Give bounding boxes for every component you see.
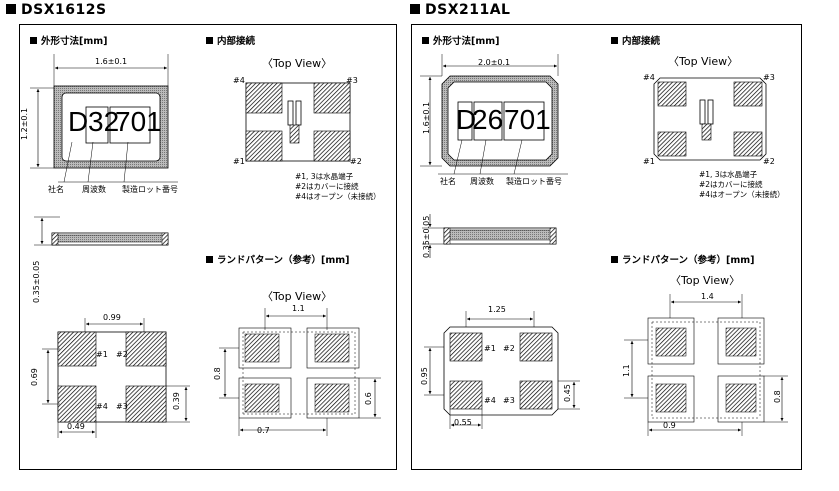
bullet-square-icon bbox=[611, 37, 618, 44]
outline-drawing-left bbox=[30, 54, 178, 183]
pin1-label-internal-left: #1 bbox=[233, 157, 245, 166]
top-view-label-land-left: 〈Top View〉 bbox=[262, 290, 333, 303]
marking-lot-right: 701 bbox=[504, 104, 551, 135]
height-dim-label-left: 1.2±0.1 bbox=[20, 107, 29, 140]
pin2-label-right-bottom: #2 bbox=[503, 344, 515, 353]
note-2-left: #2はカバーに接続 bbox=[295, 182, 359, 191]
thickness-dim-label-right: 0.35±0.05 bbox=[422, 215, 431, 258]
top-view-label-internal-left: 〈Top View〉 bbox=[262, 57, 333, 70]
top-view-label-internal-right: 〈Top View〉 bbox=[668, 55, 739, 68]
pad-w-right: 0.55 bbox=[454, 418, 472, 427]
product-title-right-text: DSX211AL bbox=[425, 2, 511, 18]
bullet-square-icon bbox=[611, 256, 618, 263]
bullet-square-icon bbox=[206, 37, 213, 44]
pad-pitch-x-right: 1.25 bbox=[488, 305, 506, 314]
outline-section-title-left: 外形寸法[mm] bbox=[30, 33, 107, 47]
pin2-label-internal-left: #2 bbox=[350, 157, 362, 166]
marking-label-frequency-left: 周波数 bbox=[82, 185, 106, 194]
marking-label-lot-left: 製造ロット番号 bbox=[122, 185, 178, 194]
outline-title-text: 外形寸法[mm] bbox=[41, 36, 108, 47]
outline-section-title-right: 外形寸法[mm] bbox=[422, 33, 499, 47]
pin4-label-left-bottom: #4 bbox=[96, 402, 108, 411]
pin3-label-left-bottom: #3 bbox=[116, 402, 128, 411]
pin1-label-right-bottom: #1 bbox=[484, 344, 496, 353]
land-title-text: ランドパターン（参考）[mm] bbox=[217, 255, 350, 266]
outline-title-text: 外形寸法[mm] bbox=[433, 36, 500, 47]
pin3-label-internal-right: #3 bbox=[763, 73, 775, 82]
pad-pitch-x-left: 0.99 bbox=[103, 313, 121, 322]
land-pitch-x-right: 1.4 bbox=[701, 292, 714, 301]
pad-pitch-y-right: 0.95 bbox=[420, 367, 429, 385]
marking-label-frequency-right: 周波数 bbox=[470, 177, 494, 186]
thickness-dim-label-left: 0.35±0.05 bbox=[32, 260, 41, 303]
pin4-label-internal-right: #4 bbox=[643, 73, 655, 82]
note-1-left: #1, 3は水晶端子 bbox=[295, 172, 354, 181]
land-inner-w-left: 0.7 bbox=[257, 426, 270, 435]
pad-pitch-y-left: 0.69 bbox=[30, 368, 39, 386]
product-title-left: DSX1612S bbox=[6, 2, 107, 18]
panel-right bbox=[411, 24, 802, 470]
height-dim-label-right: 1.6±0.1 bbox=[422, 101, 431, 134]
marking-frequency-right: 26 bbox=[472, 104, 504, 135]
title-square-icon bbox=[6, 4, 16, 14]
pin2-label-left-bottom: #2 bbox=[116, 350, 128, 359]
side-view-right bbox=[422, 214, 557, 258]
land-inner-w-right: 0.9 bbox=[663, 421, 676, 430]
internal-connection-right bbox=[653, 77, 767, 161]
internal-section-title-left: 内部接続 bbox=[206, 33, 255, 47]
notes-right: #1, 3は水晶端子 #2はカバーに接続 #4はオープン（未接続） bbox=[699, 170, 785, 200]
marking-company-right: D bbox=[456, 104, 477, 135]
pin1-label-internal-right: #1 bbox=[643, 157, 655, 166]
land-title-text: ランドパターン（参考）[mm] bbox=[622, 255, 755, 266]
width-dim-label-left: 1.6±0.1 bbox=[95, 57, 128, 66]
land-pitch-x-left: 1.1 bbox=[292, 304, 305, 313]
note-2-right: #2はカバーに接続 bbox=[699, 180, 763, 189]
marking-label-company-left: 社名 bbox=[48, 185, 64, 194]
marking-company-left: D bbox=[68, 106, 89, 137]
marking-lot-left: 701 bbox=[115, 106, 162, 137]
product-title-right: DSX211AL bbox=[410, 2, 510, 18]
pin4-label-right-bottom: #4 bbox=[484, 396, 496, 405]
pad-h-right: 0.45 bbox=[563, 384, 572, 402]
marking-label-lot-right: 製造ロット番号 bbox=[506, 177, 562, 186]
bullet-square-icon bbox=[206, 256, 213, 263]
land-h-right: 1.1 bbox=[622, 364, 631, 377]
bullet-square-icon bbox=[422, 37, 429, 44]
panel-left bbox=[19, 24, 397, 470]
land-inner-h-right: 0.8 bbox=[773, 390, 782, 403]
notes-left: #1, 3は水晶端子 #2はカバーに接続 #4はオープン（未接続） bbox=[295, 172, 381, 202]
note-3-left: #4はオープン（未接続） bbox=[295, 192, 381, 201]
pad-w-left: 0.49 bbox=[67, 422, 85, 431]
note-1-right: #1, 3は水晶端子 bbox=[699, 170, 758, 179]
internal-title-text: 内部接続 bbox=[622, 36, 661, 47]
land-section-title-left: ランドパターン（参考）[mm] bbox=[206, 252, 350, 266]
pad-h-left: 0.39 bbox=[172, 392, 181, 410]
internal-title-text: 内部接続 bbox=[217, 36, 256, 47]
marking-frequency-left: 32 bbox=[88, 106, 120, 137]
land-pattern-right bbox=[624, 294, 788, 436]
pad-layout-left bbox=[42, 318, 190, 438]
land-inner-h-left: 0.6 bbox=[364, 392, 373, 405]
pad-layout-right bbox=[424, 311, 580, 429]
pin4-label-internal-left: #4 bbox=[233, 76, 245, 85]
product-title-left-text: DSX1612S bbox=[21, 2, 107, 18]
bullet-square-icon bbox=[30, 37, 37, 44]
marking-label-company-right: 社名 bbox=[440, 177, 456, 186]
top-view-label-land-right: 〈Top View〉 bbox=[670, 274, 741, 287]
side-view-left bbox=[34, 216, 169, 246]
title-square-icon bbox=[410, 4, 420, 14]
note-3-right: #4はオープン（未接続） bbox=[699, 190, 785, 199]
width-dim-label-right: 2.0±0.1 bbox=[478, 58, 511, 67]
internal-section-title-right: 内部接続 bbox=[611, 33, 660, 47]
pin3-label-internal-left: #3 bbox=[346, 76, 358, 85]
pin3-label-right-bottom: #3 bbox=[503, 396, 515, 405]
land-pattern-left bbox=[219, 308, 381, 436]
land-h-left: 0.8 bbox=[213, 367, 222, 380]
land-section-title-right: ランドパターン（参考）[mm] bbox=[611, 252, 755, 266]
pin2-label-internal-right: #2 bbox=[763, 157, 775, 166]
pin1-label-left-bottom: #1 bbox=[96, 350, 108, 359]
internal-connection-left bbox=[245, 82, 351, 162]
outline-drawing-right bbox=[420, 54, 568, 175]
